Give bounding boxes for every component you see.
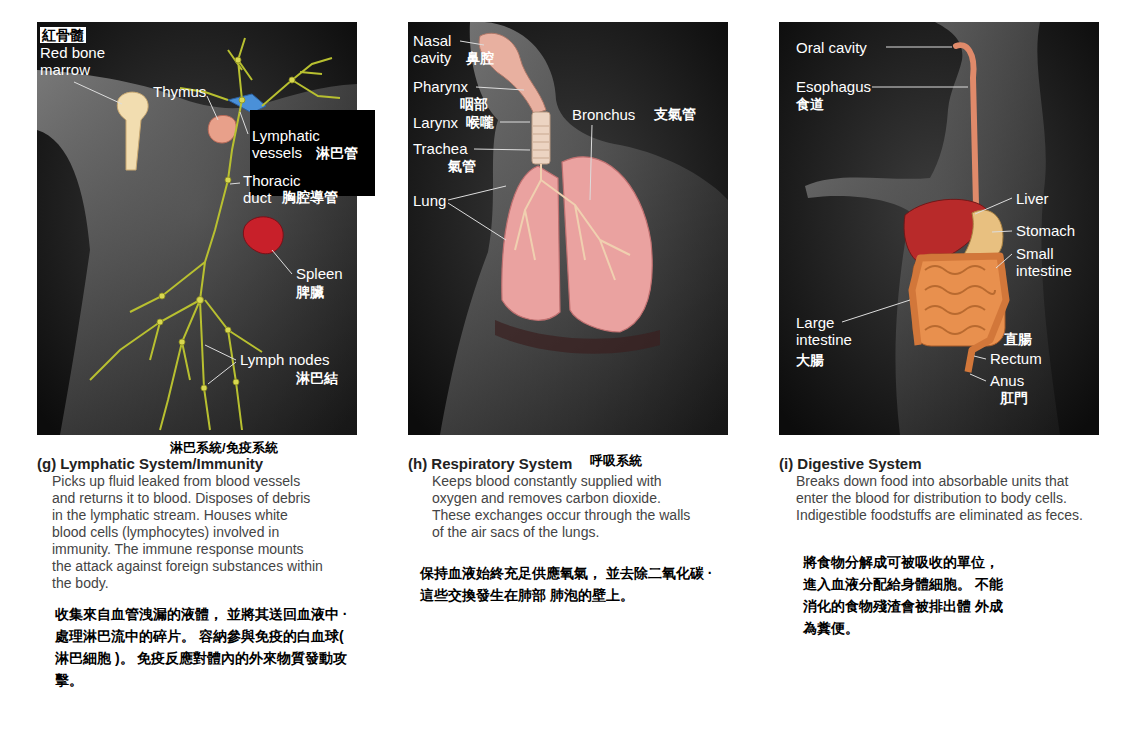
translation-label: 淋巴結 [296,370,338,387]
part-label: Larynx [413,114,458,131]
description-text: Keeps blood constantly supplied with oxy… [432,473,694,541]
part-label: Rectum [990,350,1042,367]
esophagus-tube [956,45,976,205]
description-translation: 保持血液始終充足供應氧氣， 並去除二氧化碳 ·這些交換發生在肺部 肺泡的壁上。 [420,562,720,606]
translation-label: 大腸 [796,352,824,369]
leader-lines [448,41,592,240]
translation-label: 喉嚨 [466,114,494,131]
panel-caption-translation: 淋巴系統/免疫系統 [170,440,278,456]
translation-label: 鼻腔 [466,50,494,67]
translation-label: 氣管 [448,158,476,175]
panel-background [779,22,1099,435]
part-label: Spleen [296,265,343,282]
description-translation: 收集來自血管洩漏的液體， 並將其送回血液中 ·處理淋巴流中的碎片。 容納參與免疫… [55,603,355,691]
translation-label: 脾臟 [296,284,324,301]
part-label: Anus [990,372,1024,389]
part-label: Lymph nodes [240,351,330,368]
panel-caption: (h) Respiratory System [408,455,572,473]
part-label: Oral cavity [796,39,867,56]
panel-background [37,22,357,435]
intestine-folds [925,266,995,334]
panel-background [408,22,728,435]
translation-label: 咽部 [460,96,488,113]
trachea-rings [533,126,549,158]
part-label: Nasal cavity [413,32,463,66]
nasal-pharynx [479,33,546,114]
larynx-trachea [532,112,550,164]
translation-label: 支氣管 [654,106,696,123]
panel-caption-translation: 呼吸系統 [590,453,642,469]
translation-label: 直腸 [1004,331,1032,348]
translation-label: 肛門 [1000,390,1028,407]
lymph-nodes [157,57,295,391]
spleen-organ [243,217,283,254]
lymphatic-panel [37,22,357,435]
label-backdrop [357,110,375,196]
panel-caption: (i) Digestive System [779,455,922,473]
digestive-panel [779,22,1099,435]
description-translation: 將食物分解成可被吸收的單位， 進入血液分配給身體細胞。 不能消化的食物殘渣會被排… [803,551,1003,639]
part-label: Liver [1016,190,1049,207]
body-silhouette [440,22,728,435]
panel-caption: (g) Lymphatic System/Immunity [37,455,263,473]
part-label: Pharynx [413,78,468,95]
part-label: Large intestine [796,314,862,348]
diaphragm [495,320,660,354]
part-label: Lung [413,192,446,209]
leader-lines [842,47,1012,381]
part-label: Red bone marrow [40,44,112,78]
description-text: Breaks down food into absorbable units t… [796,473,1096,524]
part-label: Bronchus [572,106,635,123]
part-label: Stomach [1016,222,1075,239]
bronchial-tree [515,164,630,280]
part-label: Small intestine [1016,245,1086,279]
lymphatic-vessels [90,38,340,430]
translation-label: 胸腔導管 [282,189,338,206]
part-label: Thymus [153,83,206,100]
translation-label: 食道 [796,96,824,113]
translation-label: 紅骨髓 [40,27,86,43]
part-label: Esophagus [796,78,871,95]
respiratory-panel [408,22,728,435]
description-text: Picks up fluid leaked from blood vessels… [52,473,324,592]
translation-label: 淋巴管 [316,145,358,162]
thymus-organ [208,115,236,143]
part-label: Trachea [413,140,467,157]
